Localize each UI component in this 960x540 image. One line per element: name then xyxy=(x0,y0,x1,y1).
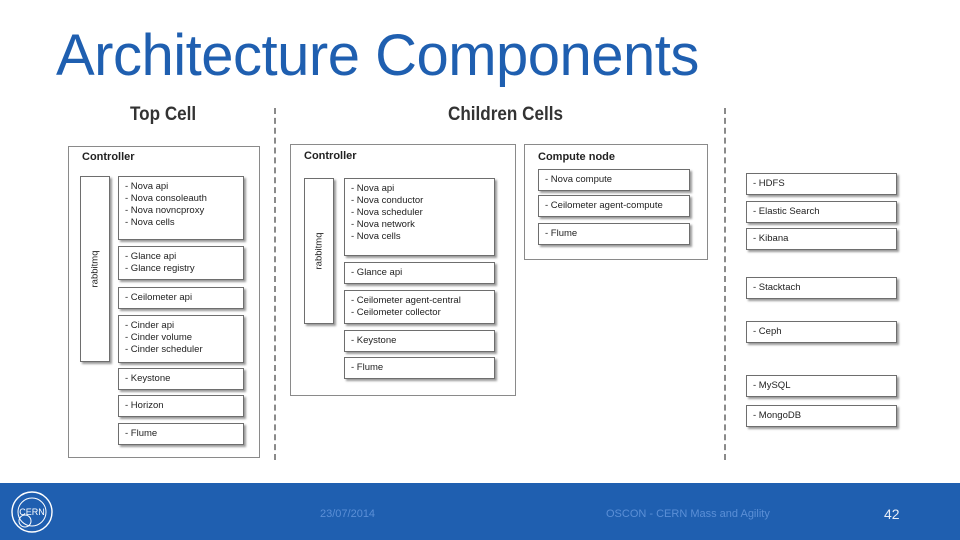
shared-service-box: - Stacktach xyxy=(746,277,897,299)
service-line: - Cinder volume xyxy=(125,332,193,343)
children-service-box: - Flume xyxy=(344,357,495,379)
slide-title: Architecture Components xyxy=(56,23,699,88)
rabbitmq-label: rabbitmq xyxy=(89,250,101,288)
top-cell-controller-label: Controller xyxy=(82,151,135,163)
children-rabbitmq: rabbitmq xyxy=(304,178,334,324)
top-cell-service-box: - Keystone xyxy=(118,368,244,390)
service-line: - Nova network xyxy=(351,219,415,230)
service-line: - Nova consoleauth xyxy=(125,193,207,204)
children-controller-label: Controller xyxy=(304,150,357,162)
shared-service-box: - MySQL xyxy=(746,375,897,397)
top-cell-service-box: - Nova api- Nova consoleauth- Nova novnc… xyxy=(118,176,244,240)
rabbitmq-label: rabbitmq xyxy=(313,232,325,270)
footer-date: 23/07/2014 xyxy=(320,508,376,520)
compute-service-box: - Ceilometer agent-compute xyxy=(538,195,690,217)
service-line: - Nova api xyxy=(351,183,395,194)
top-cell-service-box: - Horizon xyxy=(118,395,244,417)
service-line: - Ceph xyxy=(753,326,782,337)
shared-service-box: - Ceph xyxy=(746,321,897,343)
top-cell-service-box: - Ceilometer api xyxy=(118,287,244,309)
service-line: - Ceilometer api xyxy=(125,292,193,303)
top-cell-rabbitmq: rabbitmq xyxy=(80,176,110,362)
children-service-box: - Keystone xyxy=(344,330,495,352)
compute-service-box: - Nova compute xyxy=(538,169,690,191)
top-cell-heading: Top Cell xyxy=(130,104,197,125)
service-line: - Ceilometer collector xyxy=(351,307,441,318)
service-line: - Nova cells xyxy=(125,217,175,228)
service-line: - Elastic Search xyxy=(753,206,820,217)
footer-bar xyxy=(0,483,960,540)
children-service-box: - Glance api xyxy=(344,262,495,284)
service-line: - Nova scheduler xyxy=(351,207,423,218)
footer-presentation: OSCON - CERN Mass and Agility xyxy=(606,508,770,520)
service-line: - Horizon xyxy=(125,400,164,411)
top-cell-service-box: - Cinder api- Cinder volume- Cinder sche… xyxy=(118,315,244,363)
top-cell-service-box: - Flume xyxy=(118,423,244,445)
cern-logo: CERN xyxy=(11,491,53,533)
service-line: - Cinder api xyxy=(125,320,175,331)
service-line: - Nova novncproxy xyxy=(125,205,205,216)
service-line: - MySQL xyxy=(753,380,791,391)
logo-text: CERN xyxy=(19,507,45,517)
children-service-box: - Ceilometer agent-central- Ceilometer c… xyxy=(344,290,495,324)
service-line: - Glance api xyxy=(351,267,403,278)
compute-node-label: Compute node xyxy=(538,151,615,163)
service-line: - MongoDB xyxy=(753,410,802,421)
children-service-box: - Nova api- Nova conductor- Nova schedul… xyxy=(344,178,495,256)
divider-left xyxy=(274,108,276,460)
page-number: 42 xyxy=(884,506,900,522)
divider-right xyxy=(724,108,726,460)
shared-service-box: - Kibana xyxy=(746,228,897,250)
shared-service-box: - MongoDB xyxy=(746,405,897,427)
service-line: - Cinder scheduler xyxy=(125,344,203,355)
service-line: - Flume xyxy=(545,228,578,239)
service-line: - Stacktach xyxy=(753,282,801,293)
compute-service-box: - Flume xyxy=(538,223,690,245)
service-line: - Nova compute xyxy=(545,174,613,185)
top-cell-service-box: - Glance api- Glance registry xyxy=(118,246,244,280)
service-line: - Nova cells xyxy=(351,231,401,242)
service-line: - Nova api xyxy=(125,181,169,192)
service-line: - Ceilometer agent-central xyxy=(351,295,461,306)
shared-service-box: - HDFS xyxy=(746,173,897,195)
service-line: - Glance api xyxy=(125,251,177,262)
service-line: - Flume xyxy=(351,362,384,373)
service-line: - Kibana xyxy=(753,233,789,244)
service-line: - Keystone xyxy=(351,335,397,346)
shared-service-box: - Elastic Search xyxy=(746,201,897,223)
service-line: - Flume xyxy=(125,428,158,439)
service-line: - Nova conductor xyxy=(351,195,424,206)
service-line: - HDFS xyxy=(753,178,785,189)
service-line: - Ceilometer agent-compute xyxy=(545,200,663,211)
service-line: - Keystone xyxy=(125,373,171,384)
children-cells-heading: Children Cells xyxy=(448,104,563,125)
service-line: - Glance registry xyxy=(125,263,195,274)
